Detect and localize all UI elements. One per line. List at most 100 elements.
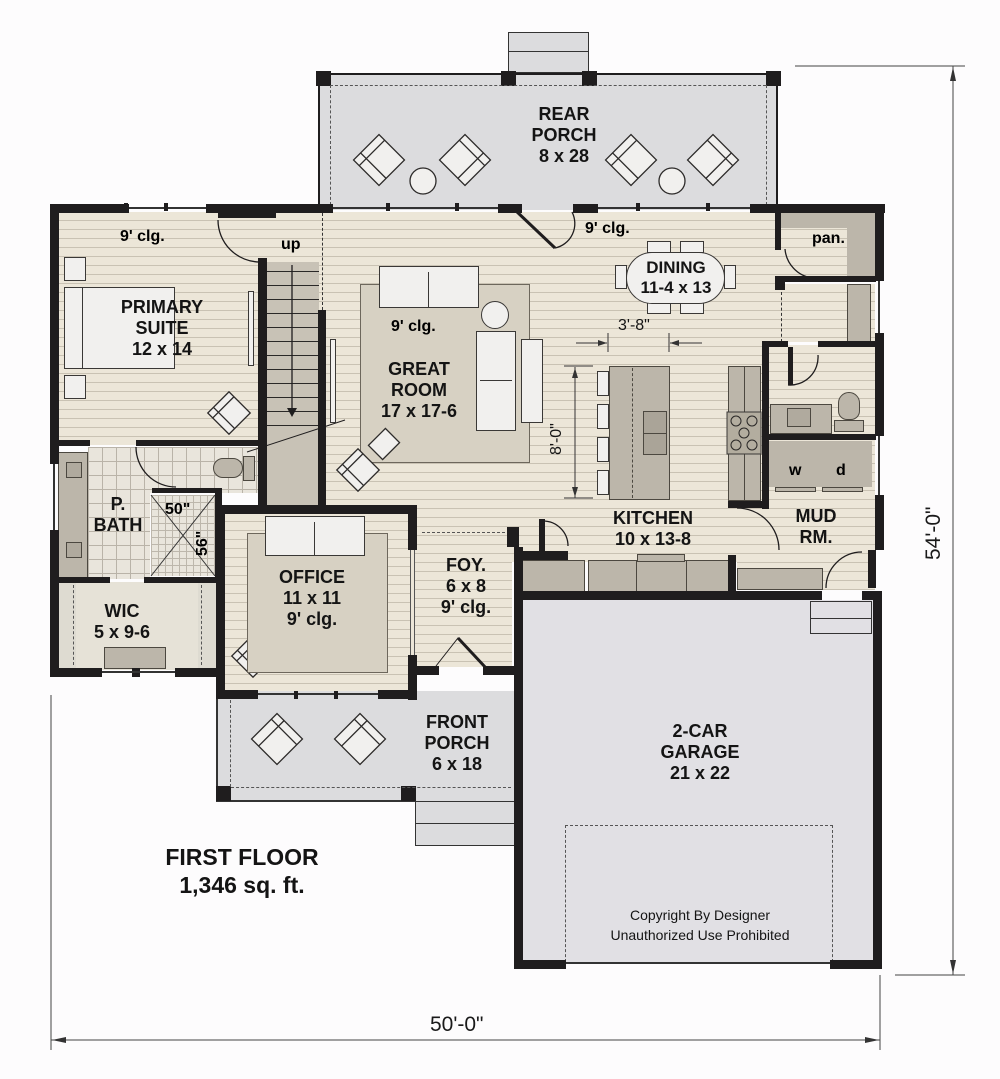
interior-wall bbox=[50, 577, 110, 583]
interior-wall bbox=[216, 505, 225, 695]
window bbox=[53, 464, 55, 530]
laundry-shelf bbox=[768, 441, 872, 463]
copyright-line: Unauthorized Use Prohibited bbox=[610, 926, 790, 943]
washer bbox=[775, 487, 816, 492]
dryer-label: d bbox=[836, 462, 846, 479]
interior-wall bbox=[521, 551, 568, 560]
primary-bath-label: P. BATH bbox=[94, 494, 143, 536]
shower-depth: 56" bbox=[194, 530, 211, 556]
kitchen-counter bbox=[521, 560, 585, 592]
interior-wall bbox=[258, 258, 267, 508]
interior-wall bbox=[762, 341, 769, 509]
hall-floor bbox=[218, 212, 319, 262]
room-name: BATH bbox=[93, 515, 143, 536]
bar-stool bbox=[597, 437, 609, 462]
exterior-wall bbox=[875, 333, 884, 436]
rear-porch-label: REAR PORCH 8 x 28 bbox=[531, 104, 596, 167]
room-name: REAR bbox=[538, 104, 590, 124]
interior-wall bbox=[408, 505, 417, 550]
rear-porch-post bbox=[582, 71, 597, 86]
island-centerline bbox=[632, 368, 633, 498]
front-porch-edge bbox=[216, 800, 416, 802]
interior-wall bbox=[818, 341, 876, 347]
floor-title: FIRST FLOOR 1,346 sq. ft. bbox=[165, 844, 318, 899]
rear-porch-area bbox=[318, 73, 778, 210]
interior-wall bbox=[216, 505, 416, 514]
interior-wall bbox=[539, 519, 545, 553]
room-name: PRIMARY bbox=[120, 297, 204, 317]
window bbox=[598, 207, 750, 209]
nightstand bbox=[64, 257, 86, 281]
closet-opening bbox=[781, 292, 782, 342]
wic-dresser bbox=[104, 647, 166, 669]
garage-step-line bbox=[810, 618, 872, 619]
interior-wall bbox=[408, 655, 417, 700]
bed-headboard-line bbox=[82, 287, 83, 369]
floor-name: FIRST FLOOR bbox=[165, 844, 319, 870]
copyright-line: Copyright By Designer bbox=[629, 907, 771, 923]
room-name: SUITE bbox=[135, 318, 189, 339]
exterior-wall bbox=[483, 666, 516, 675]
garage-floor bbox=[522, 600, 873, 964]
bar-stool bbox=[597, 470, 609, 495]
foyer-label: FOY. 6 x 8 9' clg. bbox=[441, 555, 491, 618]
island-length-dim: 8'-0" bbox=[548, 423, 565, 455]
dining-table bbox=[626, 252, 725, 304]
bath-toilet-tank bbox=[243, 456, 255, 481]
overall-width-dim: 50'-0" bbox=[430, 1013, 484, 1036]
exterior-wall bbox=[378, 690, 416, 699]
primary-suite-label: PRIMARY SUITE 12 x 14 bbox=[121, 297, 203, 360]
room-name: PORCH bbox=[531, 125, 597, 146]
rear-porch-beam-line bbox=[330, 85, 331, 205]
rear-porch-post bbox=[501, 71, 516, 86]
dryer bbox=[822, 487, 863, 492]
rear-porch-beam-line bbox=[330, 85, 766, 86]
exterior-wall bbox=[50, 668, 102, 677]
mud-room-label: MUD RM. bbox=[796, 506, 837, 548]
garage-wall bbox=[830, 960, 882, 969]
room-name: KITCHEN bbox=[613, 508, 693, 528]
room-size: 10 x 13-8 bbox=[614, 529, 692, 550]
bath-sink bbox=[66, 542, 82, 558]
window bbox=[258, 693, 378, 695]
window-mullion bbox=[455, 203, 459, 211]
stair-rail-line bbox=[322, 213, 323, 310]
kitchen-sink-counter bbox=[637, 554, 685, 562]
office-opening bbox=[410, 550, 415, 655]
interior-wall bbox=[775, 276, 785, 290]
room-name: WIC bbox=[104, 601, 140, 621]
exterior-wall bbox=[573, 204, 598, 213]
window-mullion bbox=[386, 203, 390, 211]
window bbox=[878, 281, 880, 333]
rear-steps bbox=[508, 32, 589, 73]
room-size: 8 x 28 bbox=[538, 146, 590, 167]
room-size: 11 x 11 bbox=[282, 588, 342, 609]
exterior-wall bbox=[498, 204, 522, 213]
garage-steps bbox=[810, 601, 872, 634]
office-rug bbox=[247, 533, 388, 673]
interior-wall bbox=[775, 212, 781, 250]
window-mullion bbox=[294, 691, 298, 699]
bath-toilet bbox=[213, 458, 243, 478]
bath-sink bbox=[66, 462, 82, 478]
window bbox=[333, 207, 498, 209]
powder-toilet-tank bbox=[834, 420, 864, 432]
side-table bbox=[481, 301, 509, 329]
cooktop-icon bbox=[726, 411, 762, 455]
nightstand bbox=[64, 375, 86, 399]
great-room-label: GREAT ROOM 17 x 17-6 bbox=[381, 359, 457, 422]
kitchen-counter bbox=[588, 560, 731, 592]
room-name: GREAT bbox=[388, 359, 450, 379]
interior-wall bbox=[507, 527, 519, 547]
powder-sink bbox=[787, 408, 811, 427]
garage-wall bbox=[514, 597, 523, 969]
garage-wall bbox=[514, 960, 566, 969]
interior-wall bbox=[218, 213, 276, 218]
room-size: 6 x 18 bbox=[431, 754, 483, 775]
garage-label: 2-CAR GARAGE 21 x 22 bbox=[660, 721, 739, 784]
room-size: 6 x 8 bbox=[445, 576, 487, 597]
room-name: RM. bbox=[799, 527, 833, 548]
room-size: 11-4 x 13 bbox=[640, 277, 712, 297]
room-size: 5 x 9-6 bbox=[93, 622, 151, 643]
front-porch-beam-line bbox=[230, 700, 231, 787]
